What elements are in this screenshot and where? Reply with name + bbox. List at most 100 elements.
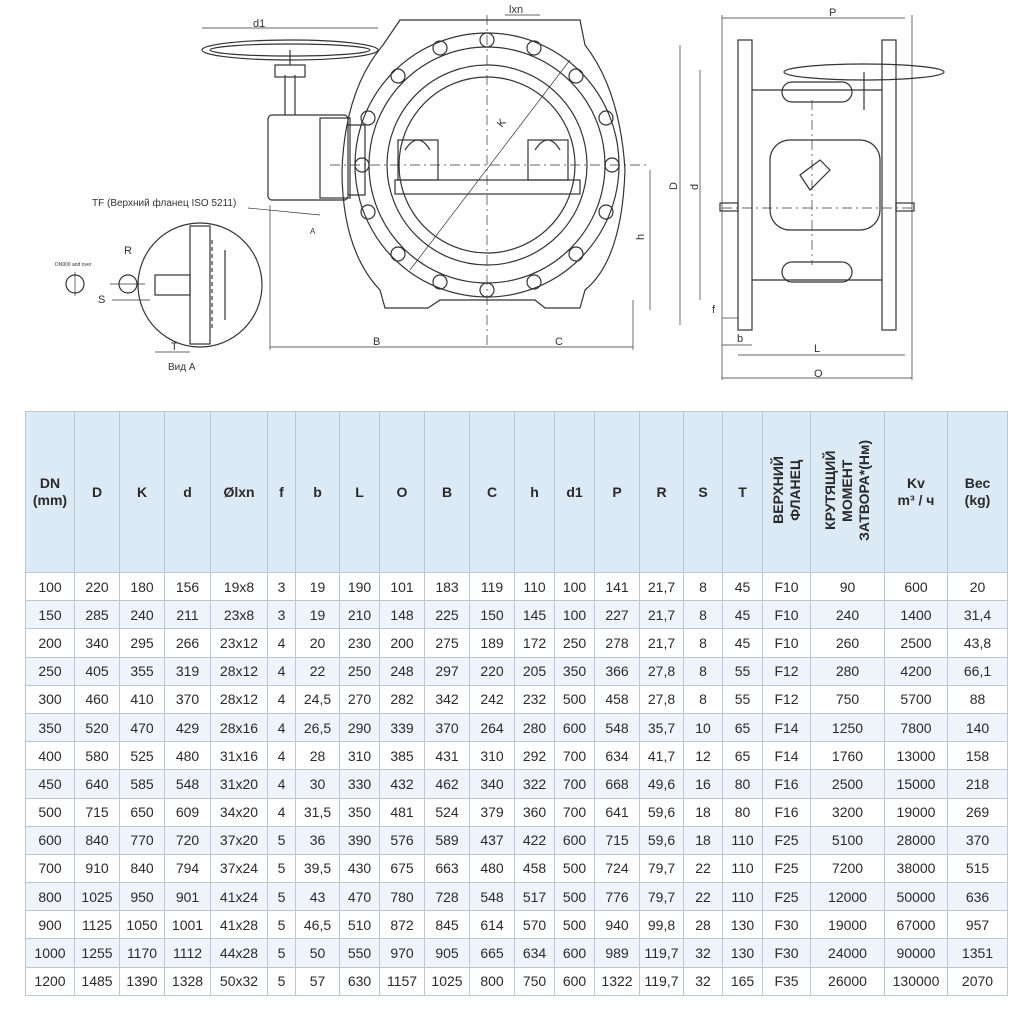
table-cell-flange: F10 [762,600,811,630]
table-cell-D: 285 [74,600,120,630]
table-cell-R: 21,7 [639,628,684,658]
table-cell-d1: 600 [554,825,595,855]
label-T: T [171,341,178,353]
table-cell-kv: 600 [884,571,948,602]
table-cell-d: 370 [164,684,211,714]
table-cell-torque: 19000 [810,910,885,940]
table-cell-O: 576 [379,825,425,855]
table-cell-dn: 200 [25,628,75,658]
table-cell-d1: 600 [554,966,595,996]
table-cell-kv: 90000 [884,938,948,968]
table-cell-C: 800 [469,966,515,996]
table-cell-D: 1025 [74,882,120,912]
header-label-C: C [486,483,498,500]
table-cell-weight: 218 [947,769,1008,799]
table-cell-h: 422 [514,825,555,855]
table-cell-d1: 500 [554,684,595,714]
header-label-B: B [441,483,453,500]
header-C: C [469,411,515,573]
table-cell-O: 432 [379,769,425,799]
tf-caption: TF (Верхний фланец ISO 5211) [92,197,236,209]
table-cell-d: 1328 [164,966,211,996]
table-cell-B: 275 [424,628,470,658]
label-P: P [829,7,836,19]
table-cell-D: 1255 [74,938,120,968]
table-cell-d1: 100 [554,600,595,630]
table-cell-f: 4 [267,797,296,827]
table-cell-T: 80 [722,797,763,827]
table-cell-L: 470 [339,882,380,912]
table-cell-P: 776 [594,882,640,912]
table-cell-weight: 31,4 [947,600,1008,630]
label-L: L [814,343,820,355]
table-cell-torque: 280 [810,656,885,686]
table-cell-P: 989 [594,938,640,968]
table-cell-O: 101 [379,571,425,602]
table-cell-K: 470 [119,712,165,743]
header-label-torque: КРУТЯЩИЙ МОМЕНТ ЗАТВОРА*(Нм) [822,439,872,541]
table-cell-L: 290 [339,712,380,743]
table-cell-S: 8 [683,600,723,630]
table-cell-kv: 28000 [884,825,948,855]
table-cell-K: 240 [119,600,165,630]
table-cell-D: 405 [74,656,120,686]
table-cell-dn: 350 [25,712,75,743]
header-label-O: O [396,483,408,500]
table-cell-S: 12 [683,741,723,771]
table-cell-olxn: 23x8 [210,600,268,630]
table-cell-kv: 4200 [884,656,948,686]
table-cell-b: 50 [295,938,340,968]
table-cell-olxn: 41x28 [210,910,268,940]
table-cell-R: 59,6 [639,825,684,855]
table-cell-O: 675 [379,853,425,884]
table-cell-O: 339 [379,712,425,743]
table-cell-olxn: 28x12 [210,684,268,714]
header-R: R [639,411,684,573]
table-cell-L: 210 [339,600,380,630]
table-cell-d: 480 [164,741,211,771]
label-B: B [373,336,380,348]
header-label-S: S [698,483,708,500]
table-cell-torque: 240 [810,600,885,630]
header-label-d1: d1 [566,483,583,500]
table-cell-d: 319 [164,656,211,686]
table-cell-torque: 5100 [810,825,885,855]
table-cell-S: 18 [683,797,723,827]
table-cell-d: 1001 [164,910,211,940]
table-cell-R: 119,7 [639,966,684,996]
table-cell-dn: 700 [25,853,75,884]
table-cell-L: 270 [339,684,380,714]
table-cell-C: 437 [469,825,515,855]
table-cell-C: 150 [469,600,515,630]
table-cell-olxn: 31x16 [210,741,268,771]
header-label-olxn: Ølxn [223,483,255,500]
table-cell-D: 220 [74,571,120,602]
table-cell-b: 26,5 [295,712,340,743]
table-cell-f: 4 [267,656,296,686]
table-cell-torque: 26000 [810,966,885,996]
table-cell-flange: F12 [762,684,811,714]
table-cell-R: 41,7 [639,741,684,771]
table-cell-flange: F10 [762,571,811,602]
table-cell-dn: 150 [25,600,75,630]
table-cell-R: 119,7 [639,938,684,968]
table-cell-B: 1025 [424,966,470,996]
table-cell-D: 1485 [74,966,120,996]
table-cell-f: 5 [267,966,296,996]
table-cell-b: 39,5 [295,853,340,884]
table-cell-torque: 24000 [810,938,885,968]
table-cell-B: 589 [424,825,470,855]
table-cell-weight: 515 [947,853,1008,884]
table-cell-torque: 750 [810,684,885,714]
table-cell-D: 460 [74,684,120,714]
table-cell-kv: 19000 [884,797,948,827]
table-cell-olxn: 41x24 [210,882,268,912]
table-cell-K: 1170 [119,938,165,968]
table-cell-kv: 13000 [884,741,948,771]
